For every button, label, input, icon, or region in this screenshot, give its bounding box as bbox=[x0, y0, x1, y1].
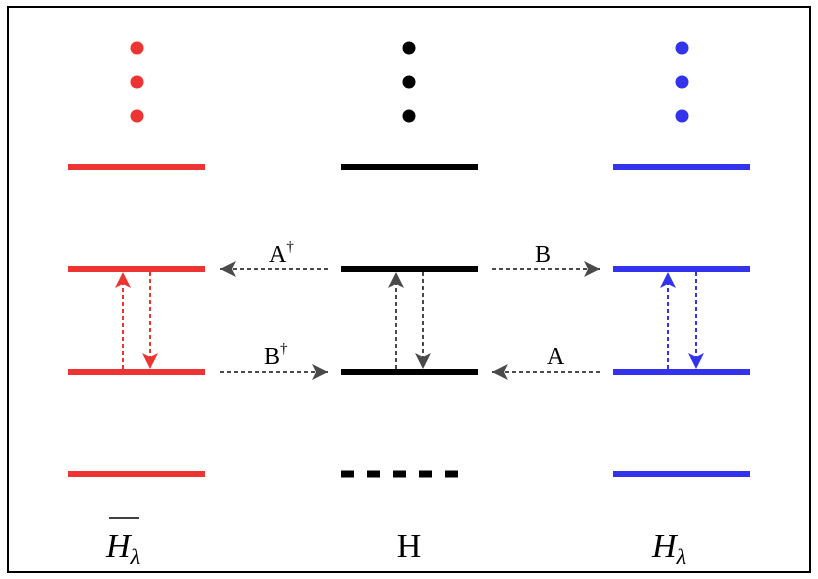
column-labels: Hλ H Hλ bbox=[105, 517, 686, 569]
b-dagger-label: B† bbox=[264, 341, 288, 370]
middle-column-label: H bbox=[397, 528, 422, 565]
left-ellipsis-dot bbox=[130, 41, 144, 55]
right-ellipsis-dot bbox=[675, 109, 689, 123]
middle-ellipsis-dot bbox=[402, 109, 416, 123]
mapping-arrows: A† B B† A bbox=[220, 239, 600, 380]
a-dagger-label: A† bbox=[269, 239, 294, 268]
right-column-label: Hλ bbox=[651, 528, 686, 569]
left-ellipsis-dot bbox=[130, 75, 144, 89]
right-column bbox=[613, 41, 750, 477]
right-ellipsis-dot bbox=[675, 41, 689, 55]
middle-column bbox=[341, 41, 478, 478]
frame-border bbox=[7, 6, 811, 573]
left-ellipsis-dot bbox=[130, 109, 144, 123]
middle-ellipsis-dot bbox=[402, 41, 416, 55]
left-column-label: Hλ bbox=[105, 528, 140, 569]
left-column bbox=[68, 41, 205, 477]
right-ellipsis-dot bbox=[675, 75, 689, 89]
a-label: A bbox=[547, 344, 565, 370]
middle-ellipsis-dot bbox=[402, 75, 416, 89]
b-label: B bbox=[535, 242, 551, 268]
